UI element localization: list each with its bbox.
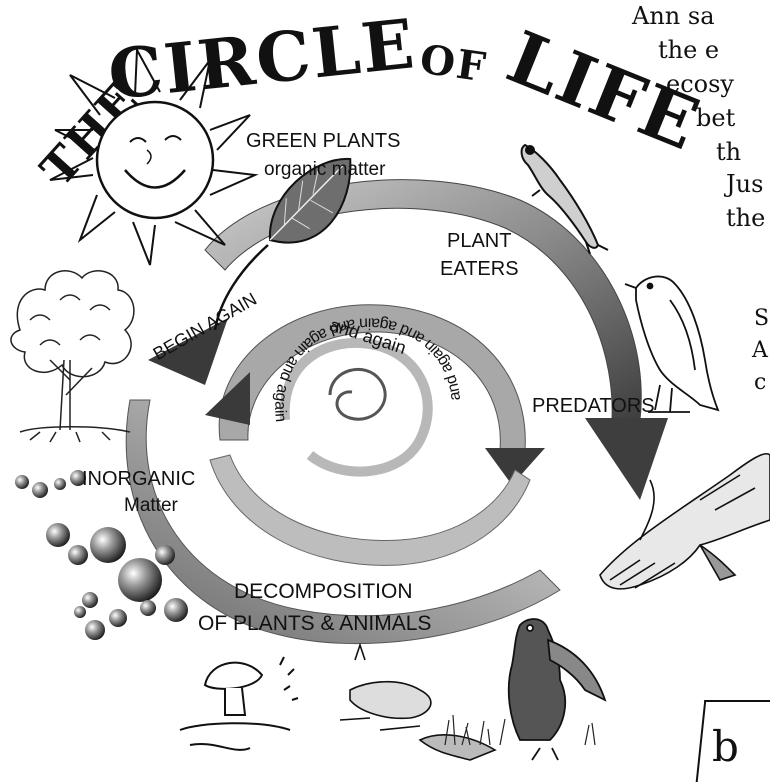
spiral-text-layer: and again and again and again and again [0, 0, 770, 765]
spiral-text: and again and again and again and again [271, 314, 464, 422]
corner-letter: b [712, 722, 739, 771]
circle-of-life-diagram: THE CIRCLE OF LIFE Ann sa the e ecosy be… [0, 0, 770, 765]
